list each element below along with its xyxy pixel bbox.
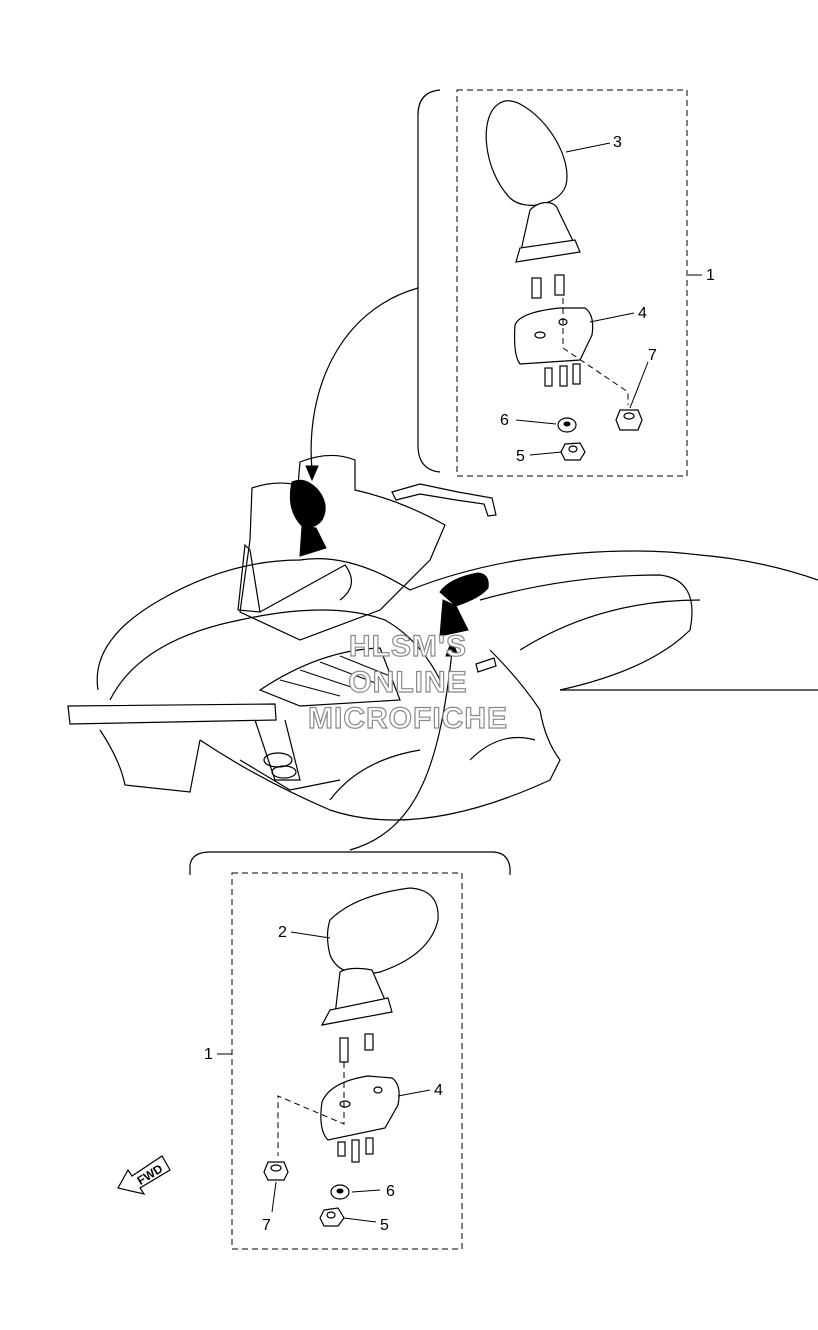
top-inset-dashed-frame (456, 89, 688, 477)
watermark-line-1: HLSM'S (349, 630, 467, 663)
top-nut-7 (615, 409, 643, 431)
callout-4-top: 4 (638, 305, 647, 322)
fwd-direction-arrow: FWD (117, 1155, 171, 1195)
bottom-washer-6 (330, 1184, 350, 1200)
watermark-line-2: ONLINE (348, 666, 467, 699)
callout-6-bottom: 6 (386, 1183, 395, 1200)
bottom-inset-dashed-frame (231, 872, 463, 1250)
callout-5-bottom: 5 (380, 1217, 389, 1234)
callout-7-top: 7 (648, 347, 657, 364)
bottom-nut-5 (319, 1207, 345, 1227)
top-pointer-arrow (310, 287, 419, 471)
bottom-inset-bracket (189, 851, 511, 875)
callout-2-bottom: 2 (278, 924, 287, 941)
callout-5-top: 5 (516, 448, 525, 465)
top-detail-inset: 3 4 7 6 5 1 (417, 89, 715, 477)
left-mirror-part (485, 100, 581, 299)
top-nut-5 (560, 442, 586, 461)
callout-4-bottom: 4 (434, 1082, 443, 1099)
bottom-detail-inset: 2 4 6 5 7 1 (189, 851, 511, 1250)
callout-3-top: 3 (613, 134, 622, 151)
watermark: HLSM'S ONLINE MICROFICHE (307, 629, 508, 735)
callout-7-bottom: 7 (262, 1217, 271, 1234)
bottom-nut-7 (263, 1161, 289, 1181)
mounted-right-mirror (439, 572, 489, 637)
watermark-line-3: MICROFICHE (308, 702, 508, 735)
top-inset-bracket (417, 89, 441, 473)
right-mirror-part (320, 887, 439, 1063)
snowmobile-hood (67, 454, 818, 821)
callout-1-bottom: 1 (204, 1046, 213, 1063)
bottom-bracket-part (320, 1075, 400, 1163)
top-washer-6 (557, 417, 577, 433)
callout-1-top: 1 (706, 267, 715, 284)
callout-6-top: 6 (500, 412, 509, 429)
mounted-left-mirror (289, 479, 327, 557)
top-bracket-part (513, 307, 594, 387)
bottom-pointer-arrow (349, 651, 453, 851)
